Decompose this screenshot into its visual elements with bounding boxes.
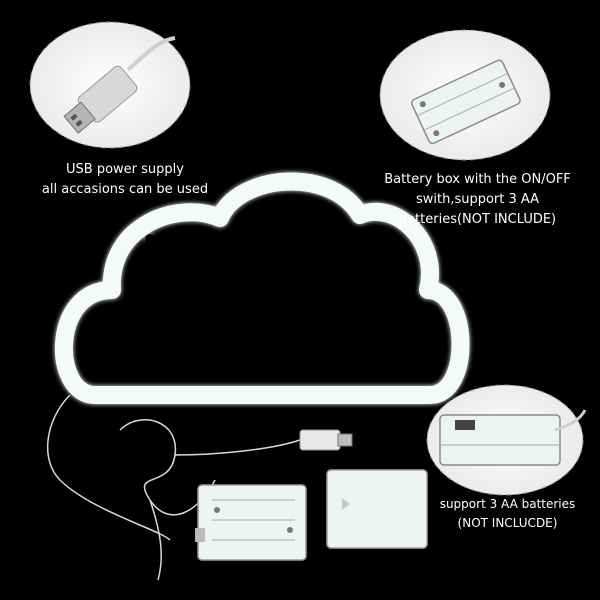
usb-caption-line1: USB power supply xyxy=(66,162,184,177)
battery-callout xyxy=(379,29,551,161)
usb-callout xyxy=(29,21,191,149)
battery-lid xyxy=(326,469,428,549)
support-caption-line2: (NOT INCLUCDE) xyxy=(457,516,558,530)
mount-hole-left xyxy=(145,234,156,244)
battery-caption-line2: swith,support 3 AA xyxy=(415,192,540,207)
on-off-switch xyxy=(455,420,475,430)
switch-callout xyxy=(426,384,587,496)
usb-caption: USB power supply all accasions can be us… xyxy=(20,160,230,200)
support-caption: support 3 AA batteries (NOT INCLUCDE) xyxy=(415,495,600,533)
support-caption-line1: support 3 AA batteries xyxy=(439,497,576,511)
battery-box-icon xyxy=(410,59,521,145)
battery-box-open xyxy=(195,484,307,561)
cables xyxy=(47,394,301,581)
cloud-neon-light xyxy=(54,172,470,404)
usb-caption-line2: all accasions can be used xyxy=(41,182,209,197)
battery-caption: Battery box with the ON/OFF swith,suppor… xyxy=(365,170,590,230)
mount-hole-right xyxy=(331,242,342,252)
usb-plug-icon xyxy=(63,36,176,134)
battery-caption-line1: Battery box with the ON/OFF xyxy=(384,172,571,187)
usb-plug-on-cable xyxy=(299,429,353,451)
battery-caption-line3: batteries(NOT INCLUDE) xyxy=(398,212,557,227)
